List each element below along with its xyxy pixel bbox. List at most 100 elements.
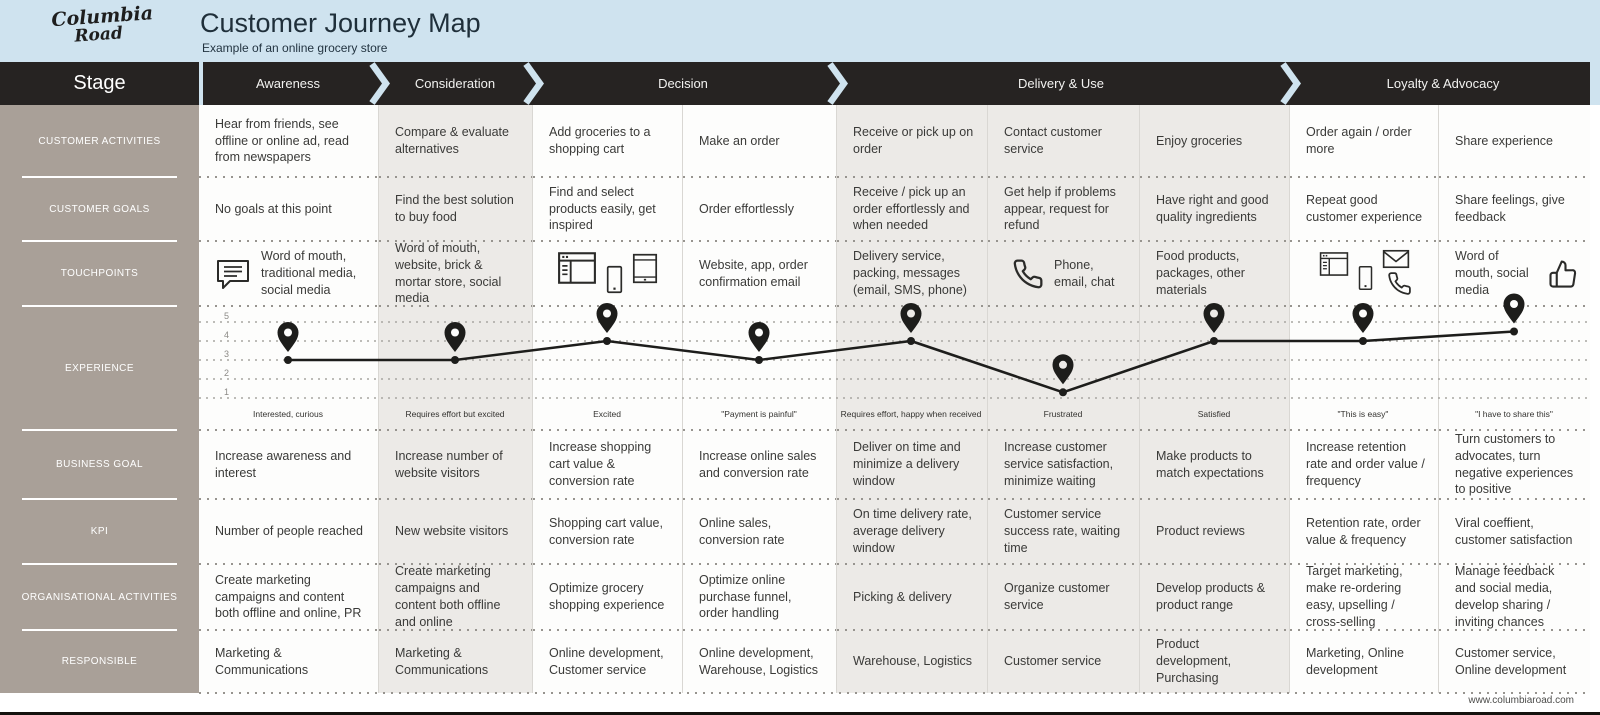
cell-experience <box>533 305 682 430</box>
sidebar-responsible: RESPONSIBLE <box>61 656 138 667</box>
smartphone-icon <box>1358 265 1373 291</box>
cell-experience <box>1140 305 1289 430</box>
thumbs-up-icon <box>1548 259 1578 289</box>
cell-goals: Find the best solution to buy food <box>379 176 532 241</box>
cell-touchpoints <box>533 240 682 306</box>
cell-goals: Order effortlessly <box>683 176 836 241</box>
journey-grid: Hear from friends, see offline or online… <box>199 105 1590 693</box>
speech-bubble-icon <box>215 258 251 290</box>
column-delivery-service: Contact customer service Get help if pro… <box>987 105 1139 693</box>
tablet-icon <box>632 253 658 284</box>
phone-handset-icon <box>1012 258 1044 290</box>
sidebar-organisational-activities: ORGANISATIONAL ACTIVITIES <box>0 564 199 631</box>
column-decision-cart: Add groceries to a shopping cart Find an… <box>532 105 682 693</box>
cell-business-goal: Increase shopping cart value & conversio… <box>533 429 682 499</box>
column-awareness: Hear from friends, see offline or online… <box>199 105 378 693</box>
cell-business-goal: Increase awareness and interest <box>199 429 378 499</box>
cell-kpi: Viral coeffient, customer satisfaction <box>1439 498 1590 564</box>
browser-window-icon <box>557 251 597 285</box>
icon-stack <box>1382 249 1410 296</box>
cell-goals: Get help if problems appear, request for… <box>988 176 1139 241</box>
column-consideration: Compare & evaluate alternatives Find the… <box>378 105 532 693</box>
smartphone-icon <box>606 265 623 294</box>
cell-kpi: New website visitors <box>379 498 532 564</box>
stage-chevron-icon <box>523 62 545 105</box>
cell-goals: Find and select products easily, get ins… <box>533 176 682 241</box>
cell-activities: Contact customer service <box>1004 125 1102 156</box>
cell-business-goal: Increase retention rate and order value … <box>1290 429 1438 499</box>
cell-kpi: Customer service success rate, waiting t… <box>988 498 1139 564</box>
stage-bar: Stage Awareness Consideration Decision D… <box>0 62 1600 105</box>
cell-experience <box>379 305 532 430</box>
grid-bottom-separator <box>199 692 1590 694</box>
sidebar-touchpoints: TOUCHPOINTS <box>0 241 199 307</box>
cell-org-activities: Optimize online purchase funnel, order h… <box>683 563 836 630</box>
stage-loyalty-advocacy: Loyalty & Advocacy <box>1386 76 1500 91</box>
cell-touchpoints: Word of mouth, website, brick & mortar s… <box>379 240 532 306</box>
cell-activities: Hear from friends, see offline or online… <box>215 116 349 165</box>
cell-org-activities: Create marketing campaigns and content b… <box>379 563 532 630</box>
cell-activities: Add groceries to a shopping cart <box>549 125 651 156</box>
cell-activities: Receive or pick up on order <box>853 125 974 156</box>
cell-responsible: Marketing & Communications <box>379 629 532 693</box>
stage-chevron-icon <box>827 62 849 105</box>
sidebar-business-goal: BUSINESS GOAL <box>0 430 199 500</box>
stage-consideration: Consideration <box>414 76 496 91</box>
cell-business-goal: Increase online sales and conversion rat… <box>683 429 836 499</box>
cell-responsible: Online development, Warehouse, Logistics <box>683 629 836 693</box>
cell-activities: Enjoy groceries <box>1156 133 1243 148</box>
cell-experience <box>199 305 378 430</box>
cell-kpi: Product reviews <box>1140 498 1289 564</box>
stage-chevron-icon <box>1280 62 1302 105</box>
cell-kpi: Number of people reached <box>199 498 378 564</box>
stage-delivery-use: Delivery & Use <box>1018 76 1104 91</box>
cell-goals: Repeat good customer experience <box>1290 176 1438 241</box>
cell-org-activities: Organize customer service <box>988 563 1139 630</box>
stage-awareness: Awareness <box>255 76 321 91</box>
cell-goals: Receive / pick up an order effortlessly … <box>837 176 987 241</box>
cell-kpi: Online sales, conversion rate <box>683 498 836 564</box>
page-subtitle: Example of an online grocery store <box>202 41 388 55</box>
column-loyalty-share: Share experience Share feelings, give fe… <box>1438 105 1590 693</box>
bottom-border <box>0 712 1600 715</box>
cell-touchpoints <box>1290 240 1438 306</box>
cell-org-activities: Create marketing campaigns and content b… <box>199 563 378 630</box>
cell-touchpoints: Phone, email, chat <box>988 240 1139 306</box>
stage-chevron-icon <box>369 62 391 105</box>
touchpoints-text: Word of mouth, traditional media, social… <box>261 249 357 297</box>
cell-experience <box>683 305 836 430</box>
stage-header-label: Stage <box>0 62 199 105</box>
cell-responsible: Warehouse, Logistics <box>837 629 987 693</box>
cell-org-activities: Manage feedback and social media, develo… <box>1439 563 1590 630</box>
cell-experience <box>988 305 1139 430</box>
cell-business-goal: Turn customers to advocates, turn negati… <box>1439 429 1590 499</box>
cell-goals: Have right and good quality ingredients <box>1140 176 1289 241</box>
cell-org-activities: Picking & delivery <box>837 563 987 630</box>
sidebar-customer-activities: CUSTOMER ACTIVITIES <box>0 105 199 178</box>
cell-touchpoints: Word of mouth, social media <box>1439 240 1590 306</box>
cell-responsible: Customer service <box>988 629 1139 693</box>
cell-goals: No goals at this point <box>199 176 378 241</box>
envelope-icon <box>1382 249 1410 269</box>
browser-window-icon <box>1319 251 1349 277</box>
touchpoints-text: Phone, email, chat <box>1054 257 1115 289</box>
cell-activities: Share experience <box>1455 133 1553 148</box>
cell-kpi: Retention rate, order value & frequency <box>1290 498 1438 564</box>
cell-activities: Order again / order more <box>1306 125 1412 156</box>
cell-touchpoints: Delivery service, packing, messages (ema… <box>837 240 987 306</box>
page-title: Customer Journey Map <box>200 8 481 38</box>
cell-business-goal: Make products to match expectations <box>1140 429 1289 499</box>
sidebar-experience: EXPERIENCE <box>0 306 199 431</box>
stage-bar-track <box>203 62 1590 105</box>
website-url: www.columbiaroad.com <box>1468 695 1574 706</box>
cell-kpi: Shopping cart value, conversion rate <box>533 498 682 564</box>
cell-responsible: Customer service, Online development <box>1439 629 1590 693</box>
column-decision-order: Make an order Order effortlessly Website… <box>682 105 836 693</box>
sidebar-kpi: KPI <box>0 499 199 565</box>
cell-responsible: Online development, Customer service <box>533 629 682 693</box>
sidebar-customer-goals: CUSTOMER GOALS <box>0 177 199 242</box>
phone-handset-icon <box>1387 271 1412 296</box>
stage-decision: Decision <box>658 76 708 91</box>
cell-business-goal: Deliver on time and minimize a delivery … <box>837 429 987 499</box>
